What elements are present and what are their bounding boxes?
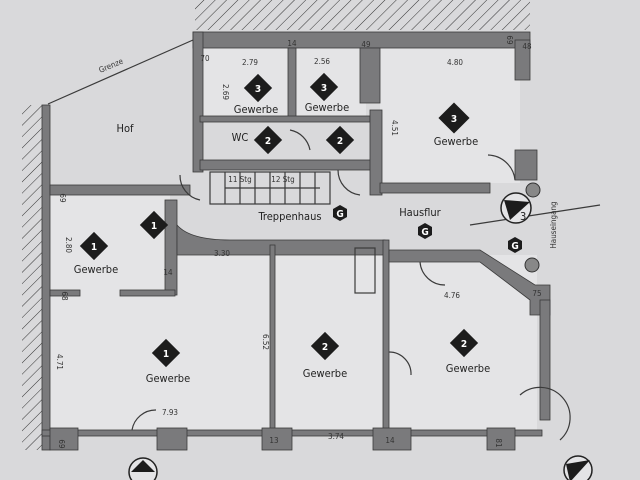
- svg-text:4.76: 4.76: [444, 291, 460, 300]
- svg-text:Gewerbe: Gewerbe: [303, 367, 347, 380]
- svg-text:G: G: [421, 227, 428, 238]
- walls: [41, 31, 551, 451]
- svg-text:Gewerbe: Gewerbe: [74, 263, 118, 276]
- gewerbe-labels: Gewerbe Gewerbe Gewerbe Gewerbe Gewerbe …: [74, 101, 490, 385]
- svg-text:4.51: 4.51: [390, 120, 399, 136]
- svg-text:13: 13: [269, 436, 278, 445]
- svg-text:Gewerbe: Gewerbe: [446, 362, 490, 375]
- svg-text:75: 75: [532, 289, 541, 298]
- svg-text:1: 1: [91, 242, 97, 253]
- label-stg12: 12 Stg: [271, 175, 294, 184]
- stairs: [209, 171, 331, 205]
- svg-text:3.74: 3.74: [328, 432, 344, 441]
- common-area-markers: G G G: [333, 205, 522, 253]
- hex-g-icon: G: [333, 205, 347, 221]
- svg-text:Gewerbe: Gewerbe: [434, 135, 478, 148]
- svg-text:2: 2: [265, 136, 271, 147]
- svg-text:2.80: 2.80: [64, 237, 73, 253]
- svg-text:2: 2: [322, 342, 328, 353]
- svg-text:G: G: [336, 209, 343, 220]
- column-icon: [525, 182, 541, 198]
- dimension-labels: 70 14 49 69 48 2.79 2.56 4.80 2.69 4.51 …: [55, 35, 542, 449]
- hex-g-icon: G: [508, 237, 522, 253]
- svg-text:3: 3: [451, 114, 457, 125]
- svg-text:3: 3: [520, 210, 526, 223]
- svg-text:70: 70: [200, 54, 210, 63]
- svg-text:4.71: 4.71: [55, 354, 64, 370]
- svg-text:68: 68: [60, 291, 69, 301]
- svg-text:Gewerbe: Gewerbe: [234, 103, 278, 116]
- svg-text:3: 3: [321, 83, 327, 94]
- svg-text:69: 69: [58, 193, 67, 203]
- entrance-arrow: [469, 204, 601, 226]
- label-wc: WC: [232, 131, 249, 144]
- hatched-boundary-left: [22, 105, 42, 450]
- svg-text:14: 14: [287, 39, 297, 48]
- section-marker-bottom-right: [563, 455, 593, 480]
- label-hauseingang: Hauseingang: [549, 201, 558, 248]
- unit-marker-3: 3: [438, 102, 470, 134]
- column-icon: [524, 257, 540, 273]
- svg-text:2.79: 2.79: [242, 58, 258, 67]
- svg-text:3: 3: [255, 84, 261, 95]
- svg-text:69: 69: [57, 439, 66, 449]
- svg-text:14: 14: [385, 436, 395, 445]
- svg-text:Gewerbe: Gewerbe: [146, 372, 190, 385]
- label-hausflur: Hausflur: [399, 206, 441, 219]
- boundary-line: [47, 39, 194, 105]
- svg-text:Gewerbe: Gewerbe: [305, 101, 349, 114]
- section-marker: 3: [500, 192, 532, 224]
- label-hof: Hof: [117, 122, 134, 135]
- svg-text:49: 49: [361, 40, 371, 49]
- svg-text:69: 69: [505, 35, 514, 45]
- svg-text:1: 1: [163, 349, 169, 360]
- svg-text:6.52: 6.52: [261, 334, 270, 350]
- hex-g-icon: G: [418, 223, 432, 239]
- label-stg11: 11 Stg: [228, 175, 251, 184]
- svg-text:2: 2: [461, 339, 467, 350]
- svg-text:G: G: [511, 241, 518, 252]
- section-marker-bottom-left: [128, 457, 158, 480]
- svg-text:3.30: 3.30: [214, 249, 230, 258]
- svg-text:2.56: 2.56: [314, 57, 330, 66]
- svg-text:48: 48: [522, 42, 532, 51]
- svg-text:2.69: 2.69: [221, 84, 230, 100]
- label-treppenhaus: Treppenhaus: [257, 210, 321, 223]
- svg-text:4.80: 4.80: [447, 58, 463, 67]
- doors: [131, 129, 571, 441]
- svg-text:81: 81: [494, 438, 503, 447]
- svg-text:2: 2: [337, 136, 343, 147]
- hatched-boundary-top: [195, 0, 530, 30]
- svg-text:1: 1: [151, 221, 157, 232]
- svg-text:14: 14: [163, 268, 173, 277]
- svg-text:7.93: 7.93: [162, 408, 178, 417]
